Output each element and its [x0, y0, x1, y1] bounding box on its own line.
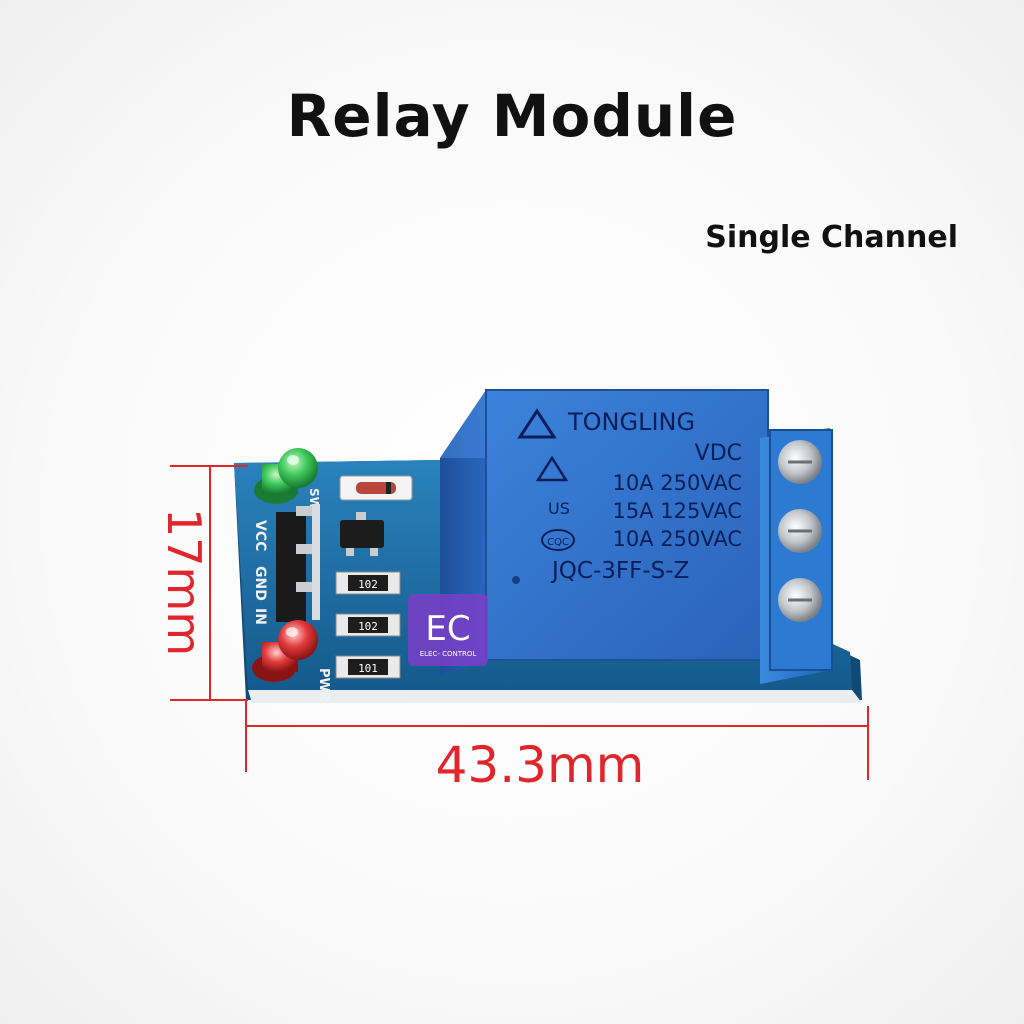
svg-text:102: 102: [358, 578, 378, 591]
resistor-2: 102: [335, 613, 401, 637]
green-led: [254, 448, 318, 504]
transistor: [340, 512, 384, 556]
svg-text:ELEC- CONTROL: ELEC- CONTROL: [420, 650, 477, 658]
relay-brand: TONGLING: [567, 408, 695, 436]
resistor-1: 102: [335, 571, 401, 595]
width-dimension: 43.3mm: [245, 700, 869, 794]
header-pins: [276, 504, 320, 622]
page-title: Relay Module: [286, 82, 738, 150]
height-dimension: 17mm: [157, 465, 248, 701]
relay-line-vdc: VDC: [695, 441, 742, 466]
relay-model: JQC-3FF-S-Z: [550, 558, 689, 584]
width-label: 43.3mm: [436, 736, 645, 794]
red-led: [252, 620, 318, 682]
relay-line-3: 10A 250VAC: [612, 527, 742, 551]
relay-line-2: 15A 125VAC: [612, 499, 742, 523]
svg-text:EC: EC: [425, 609, 470, 649]
pin-label-in: IN: [252, 608, 268, 625]
diode: [339, 475, 413, 501]
pin-label-gnd: GND: [252, 566, 268, 601]
relay-line-1: 10A 250VAC: [612, 471, 742, 495]
pin-label-vcc: VCC: [252, 520, 268, 551]
svg-text:101: 101: [358, 662, 378, 675]
ul-mark: US: [548, 499, 570, 518]
height-label: 17mm: [157, 508, 211, 656]
resistor-3: 101: [335, 655, 401, 679]
page-subtitle: Single Channel: [705, 220, 958, 255]
pwr-label: PWR: [316, 668, 331, 702]
pin-labels: VCC GND IN PWR SW: [252, 488, 331, 702]
relay: TONGLING VDC 10A 250VAC US 15A 125VAC CQ…: [440, 389, 769, 676]
svg-text:102: 102: [358, 620, 378, 633]
screw-terminal: [760, 428, 833, 684]
watermark-logo: EC ELEC- CONTROL: [408, 594, 488, 666]
cqc-mark: CQC: [547, 537, 569, 548]
